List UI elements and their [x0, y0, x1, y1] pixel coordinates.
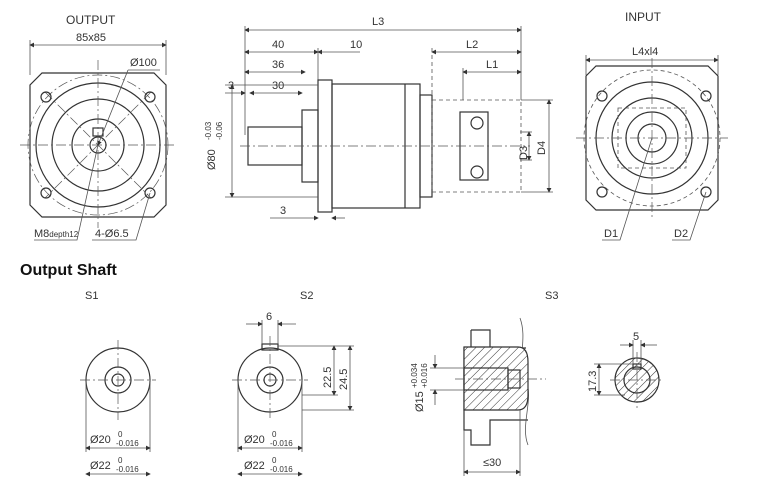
- s3-bore-tol-lower: +0.016: [420, 363, 429, 388]
- input-flange: [585, 65, 719, 211]
- s1-dia2-tol-lower: -0.016: [116, 465, 139, 474]
- s1-dia1: Ø20: [90, 434, 111, 446]
- d80-tol-lower: -0.06: [215, 121, 224, 140]
- mount-hole: [144, 91, 156, 103]
- s1-label: S1: [85, 290, 98, 302]
- s3-bore-dia: Ø15: [414, 391, 426, 412]
- s3-key-dim: 5: [633, 331, 639, 343]
- input-adapter: [431, 99, 522, 193]
- s2-dia1-tol-lower: -0.016: [270, 439, 293, 448]
- s1-dia2: Ø22: [90, 460, 111, 472]
- s1-dia1-tol-lower: -0.016: [116, 439, 139, 448]
- s2-key-dim: 6: [266, 311, 272, 323]
- mount-hole: [40, 91, 52, 103]
- d80-label: Ø80: [206, 149, 218, 170]
- d2-label: D2: [674, 228, 688, 240]
- l3-label: L3: [372, 16, 384, 28]
- s2-h1: 22.5: [322, 367, 334, 388]
- output-title: OUTPUT: [66, 13, 116, 27]
- s3-section-hatch: [463, 346, 529, 411]
- output-shaft: [247, 126, 303, 166]
- dim-30: 30: [272, 80, 284, 92]
- d80-tol-upper: -0.03: [204, 121, 213, 140]
- s2-h2: 24.5: [338, 369, 350, 390]
- output-view: OUTPUT 85x85 Ø100 M8depth12 4-Ø6.5: [20, 13, 176, 241]
- s2-dia2-tol-lower: -0.016: [270, 465, 293, 474]
- s1-dia2-tol-upper: 0: [118, 456, 123, 465]
- s2-label: S2: [300, 290, 313, 302]
- s3-depth: 17.3: [587, 371, 599, 392]
- s3-label: S3: [545, 290, 558, 302]
- holes-label: 4-Ø6.5: [95, 228, 129, 240]
- side-view: L3 40 10 36 30 3 L2 L1 Ø80 -0.03 -0.06: [204, 16, 553, 221]
- input-title: INPUT: [625, 10, 662, 24]
- input-view: INPUT L4xl4 D1 D2: [576, 10, 728, 241]
- d1-label: D1: [604, 228, 618, 240]
- dim-3-top: 3: [228, 80, 234, 92]
- thread-label: M8depth12: [34, 228, 79, 240]
- s2-dia2-tol-upper: 0: [272, 456, 277, 465]
- output-flange: [29, 72, 167, 218]
- output-shaft-heading: Output Shaft: [20, 262, 118, 279]
- shaft-s3: S3 Ø15 +0.034 +0.016 ≤30 5 17.3: [410, 290, 664, 476]
- pcd-label: Ø100: [130, 57, 157, 69]
- mount-hole: [40, 187, 52, 199]
- dim-40: 40: [272, 39, 284, 51]
- s2-dia1: Ø20: [244, 434, 265, 446]
- s3-bore-tol-upper: +0.034: [410, 363, 419, 388]
- input-square-label: L4xl4: [632, 46, 658, 58]
- mount-hole: [144, 187, 156, 199]
- d4-label: D4: [536, 141, 548, 155]
- shaft-s2: S2 6 22.5 24.5 Ø20 0 -0.016 Ø22 0 -0.016: [232, 290, 354, 477]
- s2-dia1-tol-upper: 0: [272, 430, 277, 439]
- dim-36: 36: [272, 59, 284, 71]
- s1-dia1-tol-upper: 0: [118, 430, 123, 439]
- square-dimension: 85x85: [76, 32, 106, 44]
- s2-dia2: Ø22: [244, 460, 265, 472]
- l1-label: L1: [486, 59, 498, 71]
- dim-10: 10: [350, 39, 362, 51]
- dim-3-bottom: 3: [280, 205, 286, 217]
- shaft-s1: S1 Ø20 0 -0.016 Ø22 0 -0.016: [80, 290, 156, 477]
- s3-length: ≤30: [483, 457, 501, 469]
- l2-label: L2: [466, 39, 478, 51]
- d3-label: D3: [518, 146, 530, 160]
